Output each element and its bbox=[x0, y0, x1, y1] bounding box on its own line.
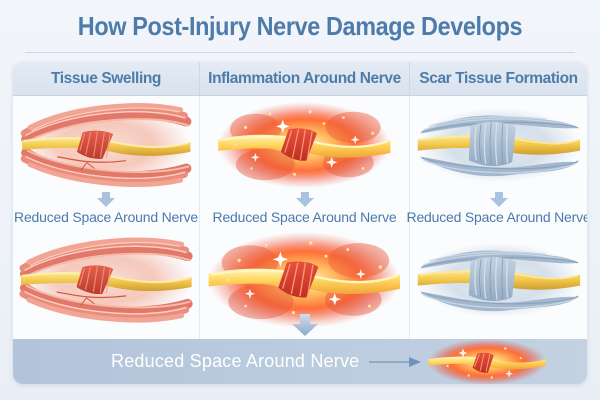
column-tissue-swelling: Reduced Space Around Nerve bbox=[13, 96, 200, 339]
caption-reduced-space: Reduced Space Around Nerve bbox=[14, 209, 198, 225]
column-header-inflammation: Inflammation Around Nerve bbox=[200, 62, 410, 95]
down-arrow-icon bbox=[295, 192, 314, 207]
result-banner: Reduced Space Around Nerve bbox=[13, 337, 587, 384]
content-row: Reduced Space Around Nerve Reduced Space… bbox=[13, 96, 587, 339]
column-scar-tissue: Reduced Space Around Nerve bbox=[406, 96, 587, 339]
title-divider bbox=[25, 52, 575, 53]
scar-tissue-after-illustration bbox=[416, 241, 581, 319]
down-arrow-icon bbox=[489, 192, 508, 207]
right-arrow-icon bbox=[369, 355, 422, 368]
big-down-arrow-icon bbox=[292, 314, 318, 336]
caption-reduced-space: Reduced Space Around Nerve bbox=[406, 209, 587, 225]
comparison-panel: Tissue Swelling Inflammation Around Nerv… bbox=[13, 62, 587, 384]
down-arrow-icon bbox=[97, 192, 115, 207]
column-header-tissue-swelling: Tissue Swelling bbox=[13, 62, 200, 95]
tissue-swelling-after-illustration bbox=[17, 230, 196, 330]
header-row: Tissue Swelling Inflammation Around Nerv… bbox=[13, 62, 587, 96]
banner-label: Reduced Space Around Nerve bbox=[111, 351, 360, 371]
inflammation-before-illustration bbox=[217, 100, 392, 190]
page-title: How Post-Injury Nerve Damage Develops bbox=[77, 11, 523, 41]
column-header-scar-tissue: Scar Tissue Formation bbox=[419, 69, 578, 87]
column-inflammation: Reduced Space Around Nerve bbox=[200, 96, 410, 339]
tissue-swelling-before-illustration bbox=[17, 100, 196, 190]
scar-tissue-before-illustration bbox=[416, 106, 581, 184]
compressed-nerve-illustration bbox=[427, 337, 548, 384]
caption-reduced-space: Reduced Space Around Nerve bbox=[212, 209, 397, 225]
